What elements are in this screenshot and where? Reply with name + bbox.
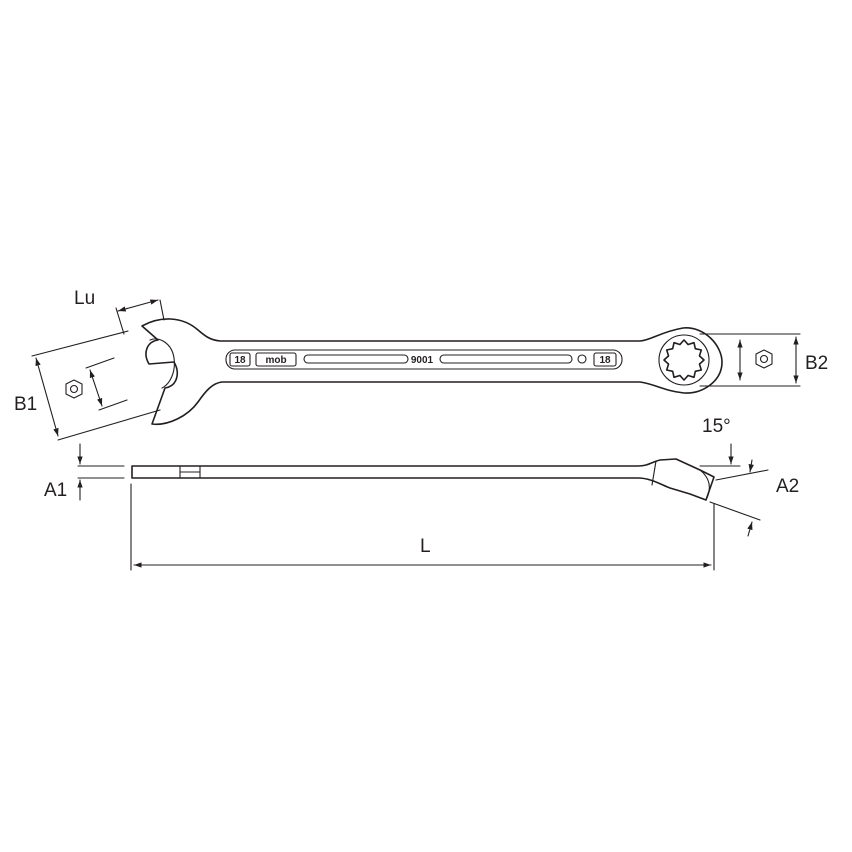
hex-nut-left <box>65 379 83 399</box>
label-a1: A1 <box>44 480 67 501</box>
code-slot-right <box>439 354 573 364</box>
wrench-outline <box>141 318 723 426</box>
ring-head-inner <box>658 334 710 386</box>
brand-label: mob <box>265 355 286 366</box>
size-label-right: 18 <box>599 355 611 366</box>
size-box-right <box>593 352 617 367</box>
label-b2: B2 <box>805 353 828 374</box>
label-lu: Lu <box>74 288 95 309</box>
gear-mark <box>577 354 587 364</box>
size-label-left: 18 <box>234 355 246 366</box>
dimension-b1: B1 <box>14 330 161 441</box>
ring-12-point-opening <box>663 339 705 381</box>
code-slot-left <box>303 354 409 364</box>
dimension-a1: A1 <box>44 443 125 501</box>
side-profile <box>131 458 715 501</box>
wrench-top-view: 18 mob 9001 18 <box>141 318 723 426</box>
dimension-a2: A2 <box>709 459 799 537</box>
label-b1: B1 <box>14 394 37 415</box>
label-l: L <box>420 536 431 557</box>
dimension-angle: 15° <box>699 416 741 467</box>
brand-box <box>255 352 297 367</box>
dimension-b2: B2 <box>699 333 828 387</box>
label-a2: A2 <box>776 476 799 497</box>
code-label: 9001 <box>411 355 434 366</box>
hex-nut-right <box>755 349 773 369</box>
wrench-side-view <box>131 458 715 501</box>
dimension-l: L <box>130 483 715 571</box>
dimension-lu: Lu <box>74 288 165 335</box>
size-box-left <box>229 352 251 367</box>
label-angle: 15° <box>702 416 731 437</box>
stamp-panel <box>225 349 623 370</box>
open-jaw <box>149 338 175 389</box>
